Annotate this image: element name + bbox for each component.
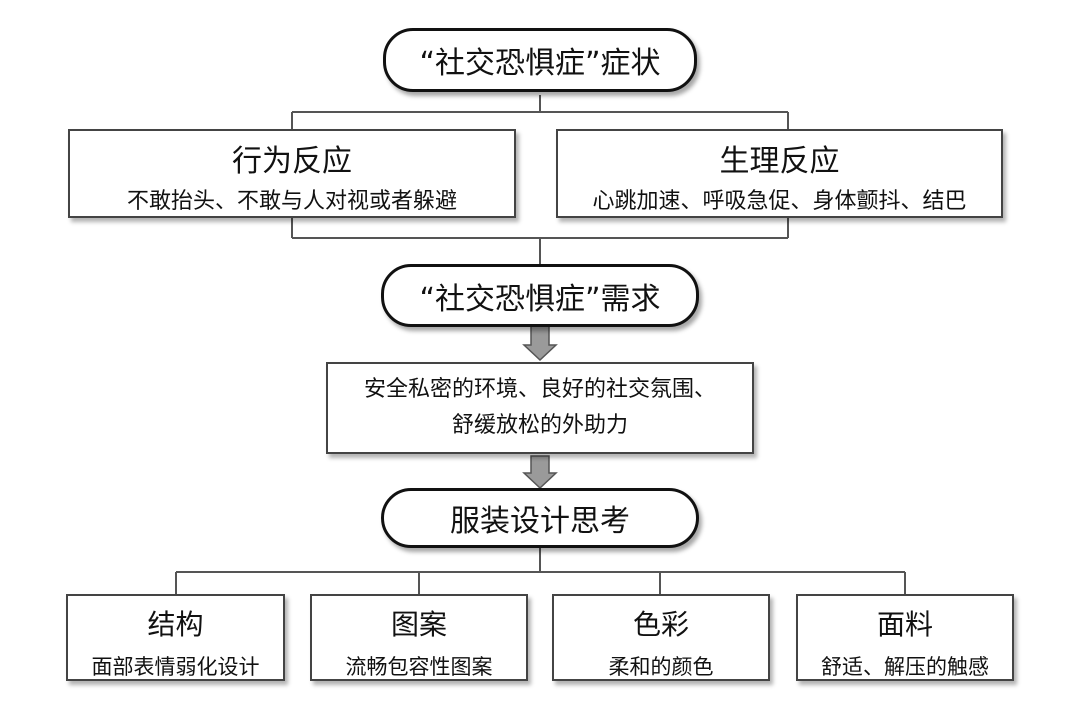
needs-title-node: “社交恐惧症”需求 bbox=[381, 264, 699, 327]
design-item-desc: 面部表情弱化设计 bbox=[91, 655, 260, 679]
behavior-reaction-box: 行为反应 不敢抬头、不敢与人对视或者躲避 bbox=[68, 129, 516, 218]
needs-line-1: 安全私密的环境、良好的社交氛围、 bbox=[363, 377, 716, 402]
design-item-desc: 流畅包容性图案 bbox=[345, 655, 493, 679]
down-arrow-icon bbox=[522, 325, 558, 362]
needs-title: “社交恐惧症”需求 bbox=[419, 281, 661, 317]
needs-line-2: 舒缓放松的外助力 bbox=[451, 413, 628, 438]
design-item-title: 图案 bbox=[390, 608, 447, 641]
design-item-structure: 结构 面部表情弱化设计 bbox=[66, 594, 285, 681]
design-item-pattern: 图案 流畅包容性图案 bbox=[310, 594, 528, 681]
design-title-node: 服装设计思考 bbox=[381, 488, 699, 548]
design-item-desc: 柔和的颜色 bbox=[608, 655, 714, 679]
needs-box: 安全私密的环境、良好的社交氛围、 舒缓放松的外助力 bbox=[326, 362, 754, 454]
design-item-color: 色彩 柔和的颜色 bbox=[552, 594, 770, 681]
physiological-reaction-title: 生理反应 bbox=[719, 144, 840, 179]
physiological-reaction-desc: 心跳加速、呼吸急促、身体颤抖、结巴 bbox=[592, 189, 967, 214]
design-item-title: 结构 bbox=[147, 608, 204, 641]
symptoms-title: “社交恐惧症”症状 bbox=[419, 46, 661, 81]
design-title: 服装设计思考 bbox=[450, 504, 630, 539]
design-item-title: 面料 bbox=[876, 608, 933, 641]
design-item-fabric: 面料 舒适、解压的触感 bbox=[796, 594, 1014, 681]
behavior-reaction-title: 行为反应 bbox=[232, 144, 352, 179]
down-arrow-icon bbox=[522, 455, 558, 490]
physiological-reaction-box: 生理反应 心跳加速、呼吸急促、身体颤抖、结巴 bbox=[556, 129, 1003, 218]
behavior-reaction-desc: 不敢抬头、不敢与人对视或者躲避 bbox=[126, 189, 457, 214]
design-item-desc: 舒适、解压的触感 bbox=[821, 655, 989, 679]
design-item-title: 色彩 bbox=[632, 608, 689, 641]
symptoms-title-node: “社交恐惧症”症状 bbox=[383, 28, 697, 92]
